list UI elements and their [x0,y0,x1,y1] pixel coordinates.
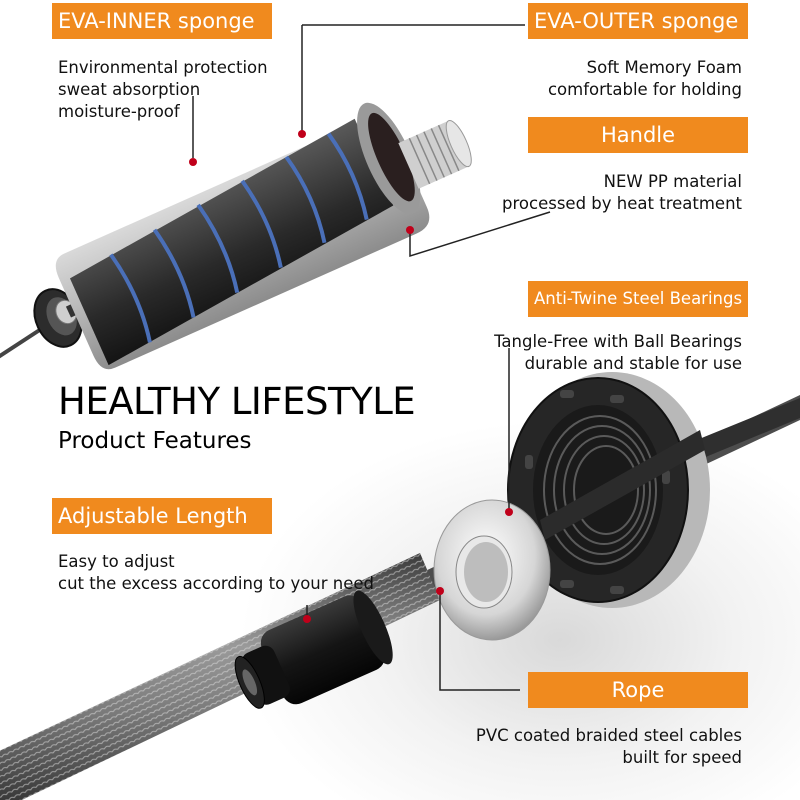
desc-eva-outer: Soft Memory Foam comfortable for holding [547,58,742,99]
desc-rope: PVC coated braided steel cables built fo… [475,726,742,767]
desc-handle: NEW PP material processed by heat treatm… [502,172,742,213]
tag-eva-inner: EVA-INNER sponge [52,3,272,39]
tag-handle: Handle [528,117,748,153]
leader-lines [192,24,551,691]
tag-eva-outer: EVA-OUTER sponge [528,3,748,39]
desc-eva-inner: Environmental protection sweat absorptio… [58,58,268,121]
bearing-cap-large [507,372,710,608]
page-subtitle: Product Features [58,428,252,454]
steel-washer [433,499,551,641]
handle-cutaway [55,102,472,370]
page-title: HEALTHY LIFESTYLE [58,380,416,423]
tag-adjustable-length: Adjustable Length [52,498,272,534]
desc-bearings: Tangle-Free with Ball Bearings durable a… [494,332,742,373]
tag-bearings: Anti-Twine Steel Bearings [528,281,748,317]
length-stopper [234,590,393,709]
callout-dots [189,130,513,623]
tag-rope: Rope [528,672,748,708]
desc-adjustable-length: Easy to adjust cut the excess according … [58,552,375,593]
